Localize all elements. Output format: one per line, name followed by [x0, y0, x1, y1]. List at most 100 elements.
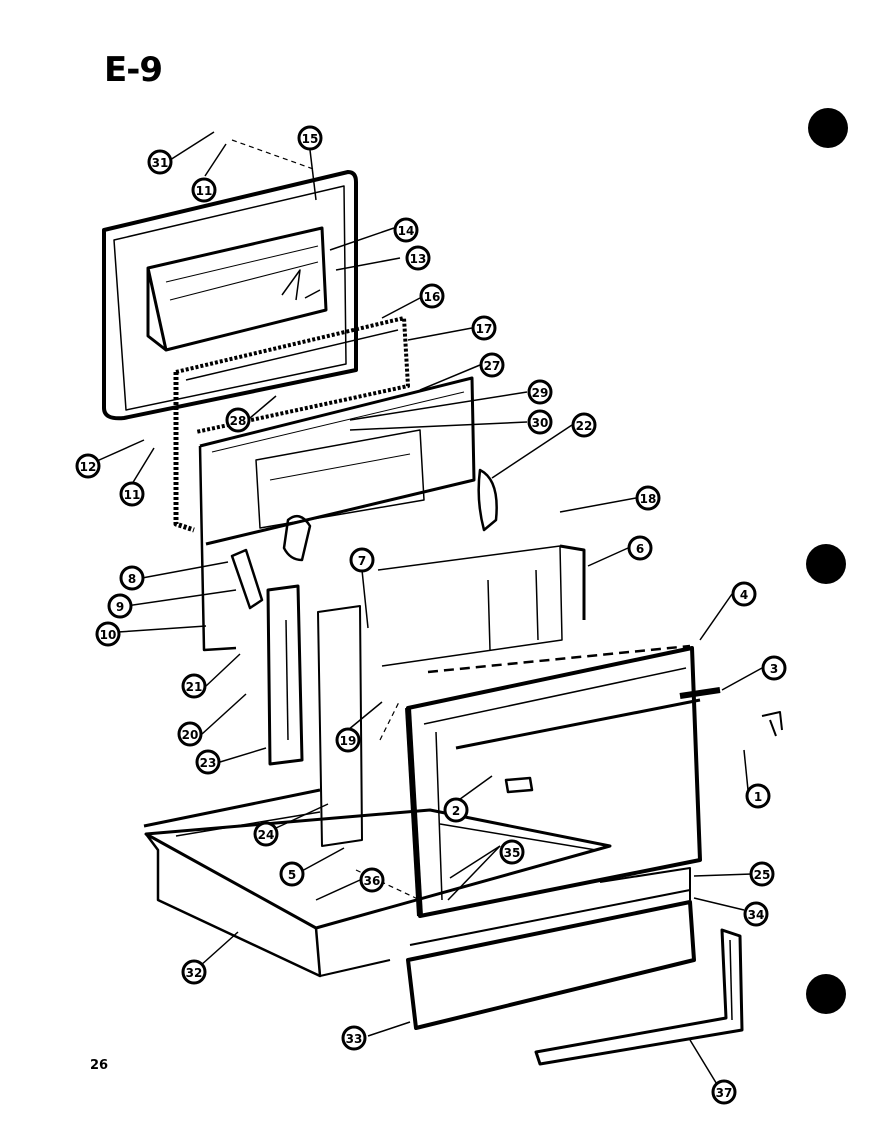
callout-circle [761, 655, 787, 681]
callout-14: 14 [393, 217, 419, 243]
kick-plate [406, 867, 696, 1030]
callout-label: 15 [302, 132, 319, 146]
callout-circle [711, 1079, 737, 1105]
callout-label: 5 [288, 868, 296, 882]
callout-circle [335, 727, 361, 753]
callout-label: 22 [576, 419, 593, 433]
control-frame [377, 544, 586, 667]
callout-10: 10 [95, 621, 121, 647]
callout-15: 15 [297, 125, 323, 151]
callout-circle [177, 721, 203, 747]
callout-circle [743, 901, 769, 927]
callout-16: 16 [419, 283, 445, 309]
callout-label: 24 [258, 828, 275, 842]
callout-1: 1 [745, 783, 771, 809]
callout-label: 31 [152, 156, 169, 170]
callout-3: 3 [761, 655, 787, 681]
callout-label: 37 [716, 1086, 733, 1100]
callout-circle [393, 217, 419, 243]
callout-circle [297, 125, 323, 151]
door-inner-panel [198, 376, 476, 652]
callout-label: 12 [80, 460, 97, 474]
callout-22: 22 [571, 412, 597, 438]
callout-label: 25 [754, 868, 771, 882]
diagram-title: E-9 [104, 50, 163, 90]
callout-circle [749, 861, 775, 887]
callout-circle [499, 839, 525, 865]
latch-assembly [230, 429, 498, 610]
callout-label: 10 [100, 628, 117, 642]
screw-hardware [761, 711, 783, 737]
callout-9: 9 [107, 593, 133, 619]
callout-33: 33 [341, 1025, 367, 1051]
callout-label: 20 [182, 728, 199, 742]
hinge-bracket [266, 584, 363, 847]
callout-circle [527, 409, 553, 435]
callout-circle [75, 453, 101, 479]
callout-30: 30 [527, 409, 553, 435]
callout-7: 7 [349, 547, 375, 573]
callout-circle [349, 547, 375, 573]
callout-label: 27 [484, 359, 501, 373]
callout-label: 23 [200, 756, 217, 770]
callout-circle [471, 315, 497, 341]
door-window-glass [146, 226, 328, 352]
callout-circle [443, 797, 469, 823]
callout-circle [627, 535, 653, 561]
callout-label: 2 [452, 804, 460, 818]
callout-23: 23 [195, 749, 221, 775]
callout-label: 19 [340, 734, 357, 748]
callout-label: 28 [230, 414, 247, 428]
callout-12: 12 [75, 453, 101, 479]
callout-circle [419, 283, 445, 309]
callout-circle [341, 1025, 367, 1051]
callout-circle [191, 177, 217, 203]
callout-circle [119, 481, 145, 507]
callout-24: 24 [253, 821, 279, 847]
callout-8: 8 [119, 565, 145, 591]
callout-28: 28 [225, 407, 251, 433]
callout-circle [527, 379, 553, 405]
callout-37: 37 [711, 1079, 737, 1105]
callout-17: 17 [471, 315, 497, 341]
base-pan [143, 788, 612, 978]
callout-27: 27 [479, 352, 505, 378]
callout-label: 36 [364, 874, 381, 888]
callout-4: 4 [731, 581, 757, 607]
callout-circle [107, 593, 133, 619]
callout-label: 9 [116, 600, 124, 614]
door-frame [102, 170, 358, 421]
callout-34: 34 [743, 901, 769, 927]
callout-circle [95, 621, 121, 647]
callout-25: 25 [749, 861, 775, 887]
callout-label: 21 [186, 680, 203, 694]
callout-label: 8 [128, 572, 136, 586]
front-panel [405, 644, 702, 918]
callout-circle [147, 149, 173, 175]
callout-label: 14 [398, 224, 415, 238]
callout-circle [195, 749, 221, 775]
callout-label: 18 [640, 492, 657, 506]
callout-circle [571, 412, 597, 438]
callout-31: 31 [147, 149, 173, 175]
callout-13: 13 [405, 245, 431, 271]
callout-label: 32 [186, 966, 203, 980]
callout-6: 6 [627, 535, 653, 561]
callout-label: 35 [504, 846, 521, 860]
callout-11: 11 [191, 177, 217, 203]
callout-circle [181, 673, 207, 699]
callout-circle [253, 821, 279, 847]
callout-circle [745, 783, 771, 809]
binder-hole-bottom [806, 974, 846, 1014]
callout-circle [359, 867, 385, 893]
callout-35: 35 [499, 839, 525, 865]
page-number: 26 [90, 1058, 109, 1073]
callout-circle [181, 959, 207, 985]
callout-circle [479, 352, 505, 378]
callout-29: 29 [527, 379, 553, 405]
callout-circle [405, 245, 431, 271]
callout-36: 36 [359, 867, 385, 893]
